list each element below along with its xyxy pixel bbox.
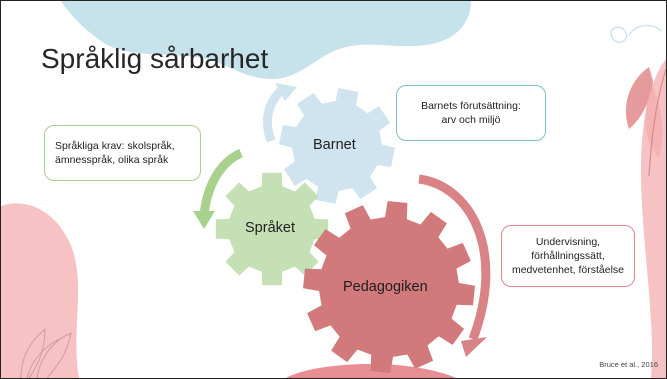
pedagogiken-arrow-head xyxy=(461,337,487,357)
leaf-stem-icon xyxy=(648,68,666,177)
language-demands-line-1: Språkliga krav: skolspråk, xyxy=(55,140,175,152)
barnet-label: Barnet xyxy=(313,137,356,153)
child-conditions-box: Barnets förutsättning: arv och miljö xyxy=(396,85,546,141)
pedagogiken-label: Pedagogiken xyxy=(343,279,428,295)
language-demands-line-2: ämnesspråk, olika språk xyxy=(55,154,169,166)
pedagogiken-arrow xyxy=(418,174,491,341)
child-conditions-line-1: Barnets förutsättning: xyxy=(421,100,521,112)
teaching-line-2: förhållningssätt, xyxy=(531,250,605,262)
pedagogiken-gear xyxy=(303,201,475,373)
pink-blob-left xyxy=(1,203,79,378)
language-demands-box: Språkliga krav: skolspråk, ämnesspråk, o… xyxy=(44,125,201,181)
barnet-arrow xyxy=(263,85,287,143)
blue-blob xyxy=(61,1,471,79)
child-conditions-line-2: arv och miljö xyxy=(441,114,501,126)
leaf-icon xyxy=(625,67,653,129)
swirl-icon xyxy=(610,24,662,43)
citation: Bruce et al., 2016 xyxy=(599,360,658,369)
spraket-arrow-head xyxy=(193,211,215,229)
teaching-line-3: medvetenhet, förståelse xyxy=(511,264,625,276)
spraket-label: Språket xyxy=(245,220,295,236)
teaching-line-1: Undervisning, xyxy=(535,236,601,248)
spraket-gear xyxy=(215,172,329,286)
slide-title: Språklig sårbarhet xyxy=(41,43,269,74)
barnet-gear xyxy=(279,88,395,204)
spraket-arrow xyxy=(199,148,244,216)
line-leaf-icon xyxy=(20,327,72,378)
teaching-box: Undervisning, förhållningssätt, medveten… xyxy=(501,225,635,287)
barnet-arrow-head xyxy=(275,83,297,101)
